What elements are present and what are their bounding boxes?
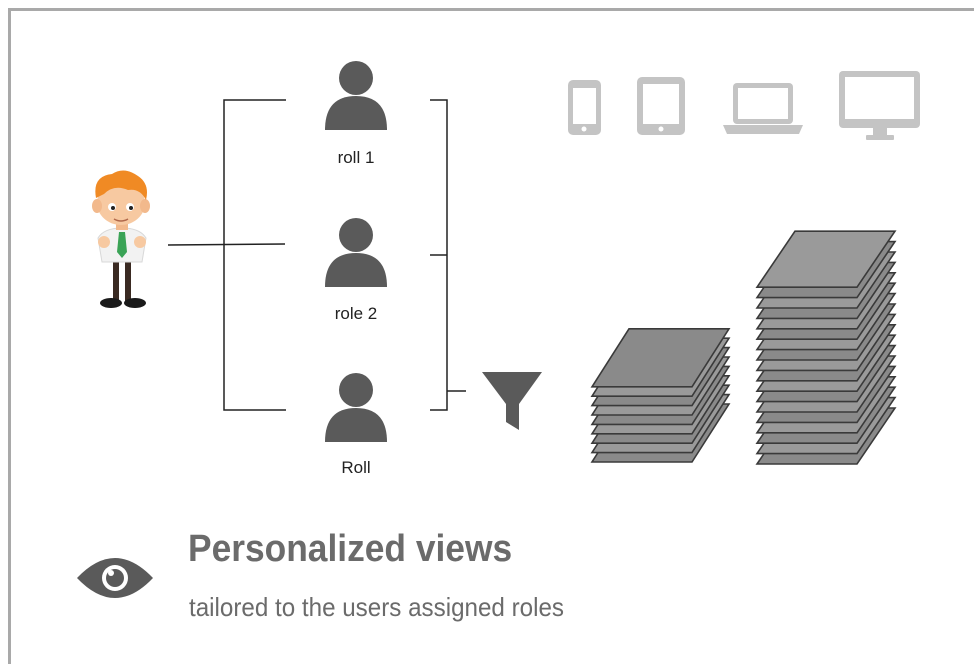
connector-lines (167, 99, 466, 411)
document-stack-small (590, 327, 731, 463)
role-user-icon-2 (325, 218, 387, 287)
page-subtitle: tailored to the users assigned roles (189, 592, 565, 622)
document-layer (755, 230, 897, 289)
document-stack-large (755, 230, 897, 465)
role-user-icon-3 (325, 373, 387, 442)
desktop-monitor-icon (839, 71, 920, 140)
smartphone-icon (568, 80, 601, 135)
page-title: Personalized views (188, 528, 513, 570)
laptop-icon (723, 83, 803, 134)
tablet-icon (637, 77, 685, 135)
role-user-icon-1 (325, 61, 387, 130)
role-label-1: roll 1 (337, 148, 375, 167)
document-layer (590, 327, 731, 388)
filter-funnel-icon (482, 372, 542, 430)
role-label-3: Roll (341, 458, 371, 477)
businessman-icon (92, 170, 150, 308)
eye-icon (77, 558, 153, 598)
role-label-2: role 2 (334, 304, 378, 323)
